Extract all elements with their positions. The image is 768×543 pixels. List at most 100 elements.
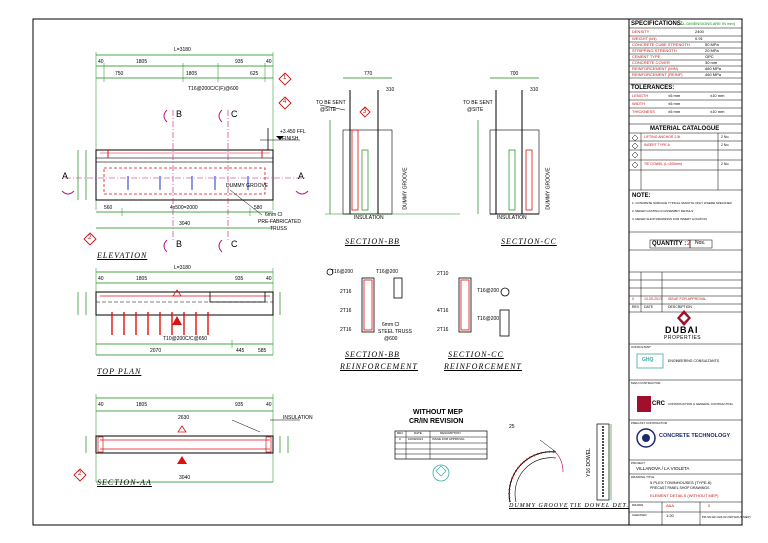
aa-dim-4: 40 <box>266 402 272 408</box>
tol-row-0-b: ±10 mm <box>710 93 725 98</box>
note-1: 1. CONCRETE SURFACE TYPICAL SMOOTH ONLY … <box>632 201 732 205</box>
footer-label-checked: CHECKED <box>632 513 647 517</box>
spec-row-0-label: DENSITY <box>632 29 650 34</box>
tolerances-heading: TOLERANCES: <box>631 85 675 91</box>
rf-cc-5: T16@200 <box>477 316 500 322</box>
consultant-name: GHQ <box>642 357 654 363</box>
section-b-bottom: B <box>176 239 183 249</box>
rev-col-date: DATE <box>414 431 422 435</box>
rev-no: 0 <box>708 503 711 508</box>
rebar-main-note: T16@200C/C(F)@600 <box>188 86 239 92</box>
elev-dim-8: 560 <box>104 205 113 211</box>
bb-width-dim: 310 <box>386 87 395 93</box>
tol-row-2-a: ±5 mm <box>668 109 681 114</box>
rev-row-0-desc: ISSUE FOR APPROVAL <box>432 437 465 441</box>
steel-truss-1: 6mm CI <box>382 322 400 328</box>
elev-dim-10: 580 <box>254 205 263 211</box>
section-aa-title: SECTION-AA <box>97 478 152 487</box>
steel-truss-3: @600 <box>384 336 398 342</box>
bb-insulation-note: INSULATION <box>354 215 384 221</box>
spec-subheading: (ALL DIMENSIONS ARE IN mm) <box>677 21 736 26</box>
note-3: 3. REFER SHOP DRAWINGS FOR INSERT LOCATI… <box>632 217 707 221</box>
plan-dim-7: 585 <box>258 348 267 354</box>
plan-rebar-note: T10@200C/C@650 <box>163 336 208 342</box>
plan-dim-1: 40 <box>98 276 104 282</box>
material-row-1-item: INSERT TYPE A <box>644 143 670 147</box>
elev-dim-4: 40 <box>266 59 272 65</box>
cc-width-dim: 310 <box>530 87 539 93</box>
section-bb-reinf-subtitle: REINFORCEMENT <box>340 362 418 371</box>
concrete-technology-logo <box>636 428 656 448</box>
quantity-value: 2 <box>687 241 691 247</box>
client-name: DUBAI <box>665 325 699 335</box>
tol-row-0-label: LENGTH <box>632 93 649 98</box>
spec-heading: SPECIFICATIONS: <box>631 21 683 27</box>
spec-row-6-label: REINFORCEMENT (MIN) <box>632 66 678 71</box>
aa-base-dim: 3040 <box>179 475 191 481</box>
rf-cc-1: 2T10 <box>437 271 449 277</box>
to-be-sent-cc-2: @SITE <box>467 107 484 113</box>
rev-history-1-rev: REV <box>632 305 640 309</box>
steel-truss-2: STEEL TRUSS <box>378 329 412 335</box>
elev-dim-1: 40 <box>98 59 104 65</box>
dummy-groove-dim: 25 <box>509 424 515 430</box>
title-block-grid <box>629 27 742 525</box>
spec-row-3-label: STRIPPING STRENGTH <box>632 48 677 53</box>
section-bb-reinf-title: SECTION-BB <box>345 350 400 359</box>
rev-col-rev: REV <box>397 431 404 435</box>
aa-dim-3: 935 <box>235 402 244 408</box>
elev-dim-9: 4x500=2000 <box>170 205 198 211</box>
project-name: VILLANOVA / LA VIOLETA <box>636 466 690 471</box>
elev-base-dim: 3040 <box>179 221 191 227</box>
dubai-properties-logo <box>677 310 691 326</box>
rev-history-1-desc: DESCRIPTION <box>668 305 692 309</box>
rf-bb-3: 2T16 <box>340 289 352 295</box>
plan-dim-2: 1805 <box>136 276 148 282</box>
ghq-logo <box>636 353 664 369</box>
client-sub: PROPERTIES <box>664 335 702 341</box>
drawing-title-2: PRECAST PANEL SHOP DRAWINGS <box>650 486 710 490</box>
spec-row-0-value: 2400 <box>695 29 704 34</box>
aa-dim-1: 40 <box>98 402 104 408</box>
tol-row-2-label: THICKNESS <box>632 109 655 114</box>
top-plan-title: TOP PLAN <box>97 367 142 376</box>
spec-row-7-label: REINFORCEMENT (REINF) <box>632 72 683 77</box>
contractor-name: CRC <box>652 401 665 407</box>
spec-row-5-label: CONCRETE COVER <box>632 60 670 65</box>
dummy-groove-detail <box>508 439 564 503</box>
section-cc-reinf-subtitle: REINFORCEMENT <box>444 362 522 371</box>
tol-row-0-a: ±5 mm <box>668 93 681 98</box>
revision-table <box>394 430 488 482</box>
material-row-3-qty: 2 No. <box>721 162 730 166</box>
material-row-0-item: LIFTING ANCHOR 2.5t <box>644 135 681 139</box>
section-c-top: C <box>231 109 238 119</box>
dummy-groove-note: DUMMY GROOVE <box>226 183 269 189</box>
ffl-note: +3.450 FFL <box>280 129 306 135</box>
plan-dim-6: 445 <box>236 348 245 354</box>
spec-row-4-label: CEMENT TYPE <box>632 54 661 59</box>
marker-1: 1 <box>283 75 287 81</box>
material-catalogue-heading: MATERIAL CATALOGUE <box>650 126 720 132</box>
to-be-sent-2: @SITE <box>320 107 337 113</box>
quantity-unit: Nos. <box>695 240 706 246</box>
elev-dim-6: 1805 <box>186 71 198 77</box>
to-be-sent-cc-1: TO BE SENT <box>463 100 493 106</box>
elevation-view <box>61 52 309 253</box>
marker-2-aa: 2 <box>78 471 82 477</box>
spec-row-1-label: WEIGHT (kN) <box>632 36 657 41</box>
spec-row-4-value: OPC <box>705 54 714 59</box>
precast-contractor-label: PRECAST CONTRACTOR <box>631 421 668 425</box>
tol-row-1-label: WIDTH <box>632 101 646 106</box>
tie-dowel-note: Y16 DOWEL <box>585 448 592 477</box>
drawing-title-1: 5 PLEX TOWNHOUSES (TYPE-6) <box>650 480 712 485</box>
section-a-right: A <box>298 171 305 181</box>
section-cc-title: SECTION-CC <box>501 237 557 246</box>
section-a-left: A <box>62 171 69 181</box>
note-2: 2. REFER CASTING IN ASSEMBLY DETAILS <box>632 209 694 213</box>
contractor-desc: CONSTRUCTION & GENERAL CONTRACTING <box>668 402 733 406</box>
elevation-title: ELEVATION <box>97 251 148 260</box>
section-bb-title: SECTION-BB <box>345 237 400 246</box>
spec-row-3-value: 20 MPa <box>705 48 719 53</box>
aa-dim-2: 1805 <box>136 402 148 408</box>
